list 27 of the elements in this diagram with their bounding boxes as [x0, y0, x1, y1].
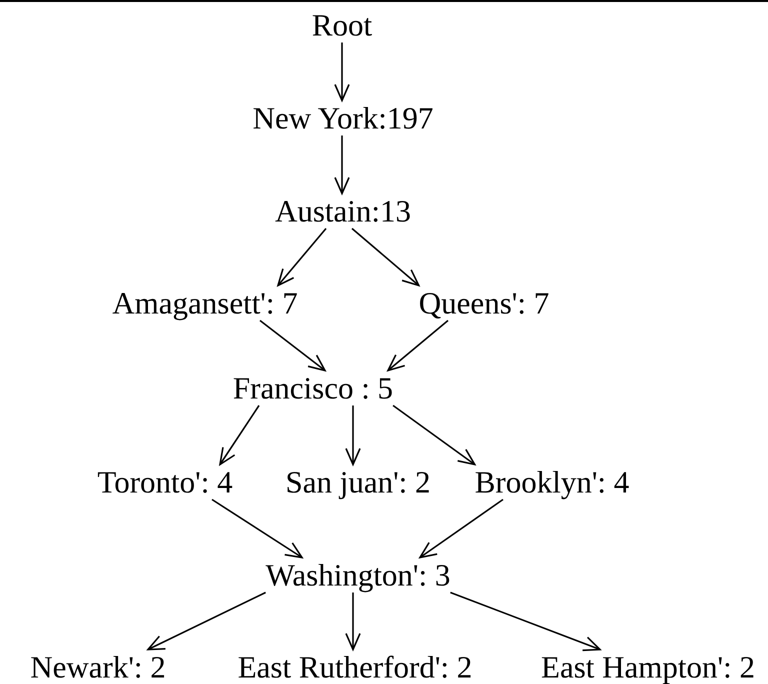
arrow: [212, 498, 303, 558]
arrow: [345, 592, 361, 650]
node-label: Francisco : 5: [232, 372, 394, 404]
node-label: Toronto': 4: [97, 466, 233, 498]
arrow: [387, 320, 449, 372]
arrow: [277, 228, 327, 286]
node-label: East Hampton': 2: [541, 652, 755, 682]
arrow: [219, 405, 260, 466]
node-label: Amagansett': 7: [112, 288, 298, 318]
arrow: [450, 592, 601, 652]
arrow: [260, 320, 326, 372]
arrow: [334, 42, 350, 102]
node-label: Newark': 2: [30, 652, 166, 682]
node-label: Queens': 7: [418, 288, 550, 318]
node-label: San juan': 2: [285, 466, 431, 498]
node-label: New York:197: [252, 102, 434, 134]
arrow: [351, 228, 420, 286]
node-label: Washington': 3: [266, 560, 450, 590]
arrow: [334, 136, 350, 194]
arrow: [147, 592, 266, 650]
arrow: [419, 498, 504, 558]
arrow: [345, 406, 361, 466]
node-label: Austain:13: [274, 196, 412, 226]
node-label: Brooklyn': 4: [474, 466, 630, 498]
node-label: Root: [312, 10, 372, 40]
node-label: East Rutherford': 2: [238, 652, 472, 682]
arrow: [392, 404, 476, 466]
